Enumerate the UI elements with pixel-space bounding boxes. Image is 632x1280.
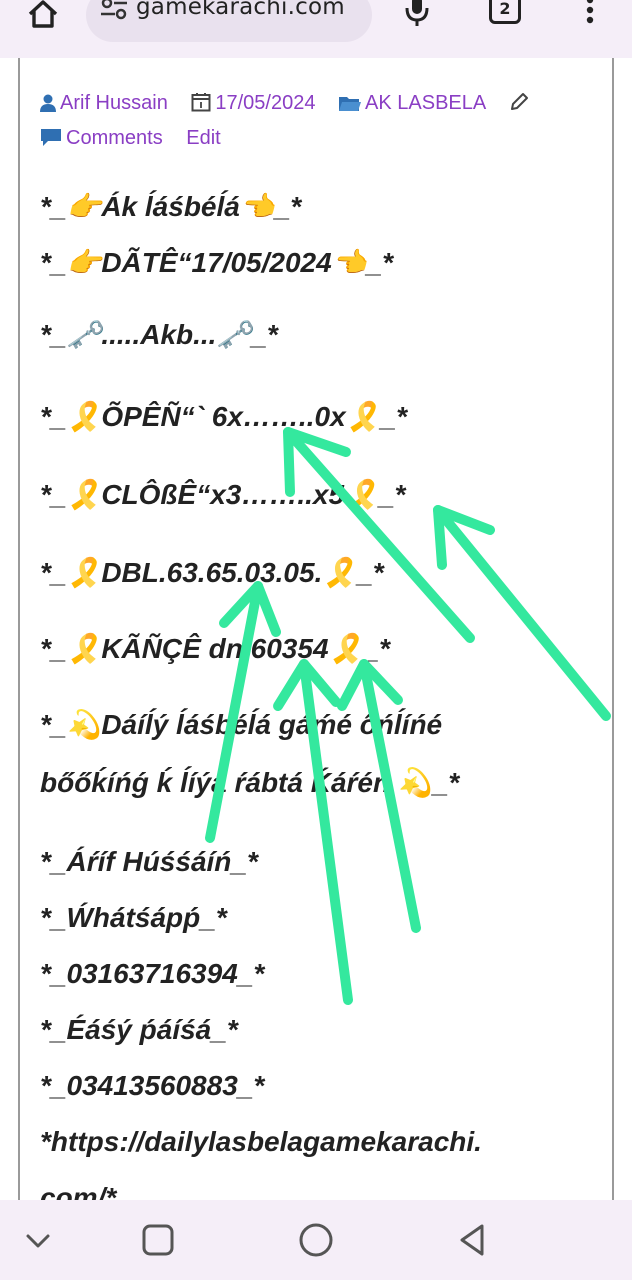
post-line: *_🗝️.....Akb...🗝️_* [40,319,278,350]
post-line: *_03163716394_* [40,958,265,989]
folder-icon [339,97,362,111]
post-line: *_03413560883_* [40,1070,265,1101]
chevron-down-icon[interactable] [18,1220,58,1260]
post-line: *_👉Ák ĺáśbéĺá👈_* [40,191,302,222]
post-line: bőőḱíńǵ ḱ ĺíýá ŕábtá Ḱáŕéń 💫_* [40,767,460,798]
home-circle-icon[interactable] [296,1220,336,1260]
post-comments-link[interactable]: Comments [66,127,163,149]
tabs-icon[interactable]: 2 [489,0,521,24]
address-bar-url[interactable]: gamekarachi.com [136,0,345,20]
post-line: *_🎗️ÕPÊÑ“` 6x……..0x🎗️_* [40,401,407,432]
post-line: *_Éáśý ṕáíśá_* [40,1014,238,1045]
post-line: *_💫Dáíĺý ĺáśbéĺá gáḿé őńĺíńé [40,709,443,740]
address-bar[interactable] [86,0,372,42]
post-author-link[interactable]: Arif Hussain [60,92,168,114]
post-line: *_🎗️CLÔßÊ“x3……..x5🎗️_* [40,479,406,510]
post-line: *_Áŕíf Húśśáíń_* [40,846,258,877]
post-link[interactable]: *https://dailylasbelagamekarachi. [40,1126,482,1157]
home-icon[interactable] [26,0,60,28]
recents-icon[interactable] [138,1220,178,1260]
site-settings-icon[interactable] [100,0,128,20]
article-card: Arif Hussain 17/05/2024 AK LASBELA [18,58,614,1200]
menu-icon[interactable] [580,0,600,26]
post-line: *_🎗️DBL.63.65.03.05.🎗️_* [40,557,384,588]
post-edit-link[interactable]: Edit [186,127,221,149]
post-date-link[interactable]: 17/05/2024 [215,92,316,114]
system-navbar [0,1200,632,1280]
back-icon[interactable] [452,1220,492,1260]
post-line: *_👉DÃTÊ“17/05/2024👈_* [40,247,394,278]
calendar-icon [191,93,211,112]
author-icon [40,94,56,112]
post-link[interactable]: com/* [40,1182,117,1200]
browser-toolbar: gamekarachi.com 2 [0,0,632,58]
post-line: *_Ẃhátśápṕ_* [40,902,227,933]
post-category-link[interactable]: AK LASBELA [365,92,486,114]
post-meta: Arif Hussain 17/05/2024 AK LASBELA [40,86,600,156]
post-line: *_🎗️KÃÑÇÊ dn.60354🎗️_* [40,633,390,664]
mic-icon[interactable] [402,0,432,26]
pencil-icon[interactable] [509,92,529,112]
comment-icon [41,129,61,146]
